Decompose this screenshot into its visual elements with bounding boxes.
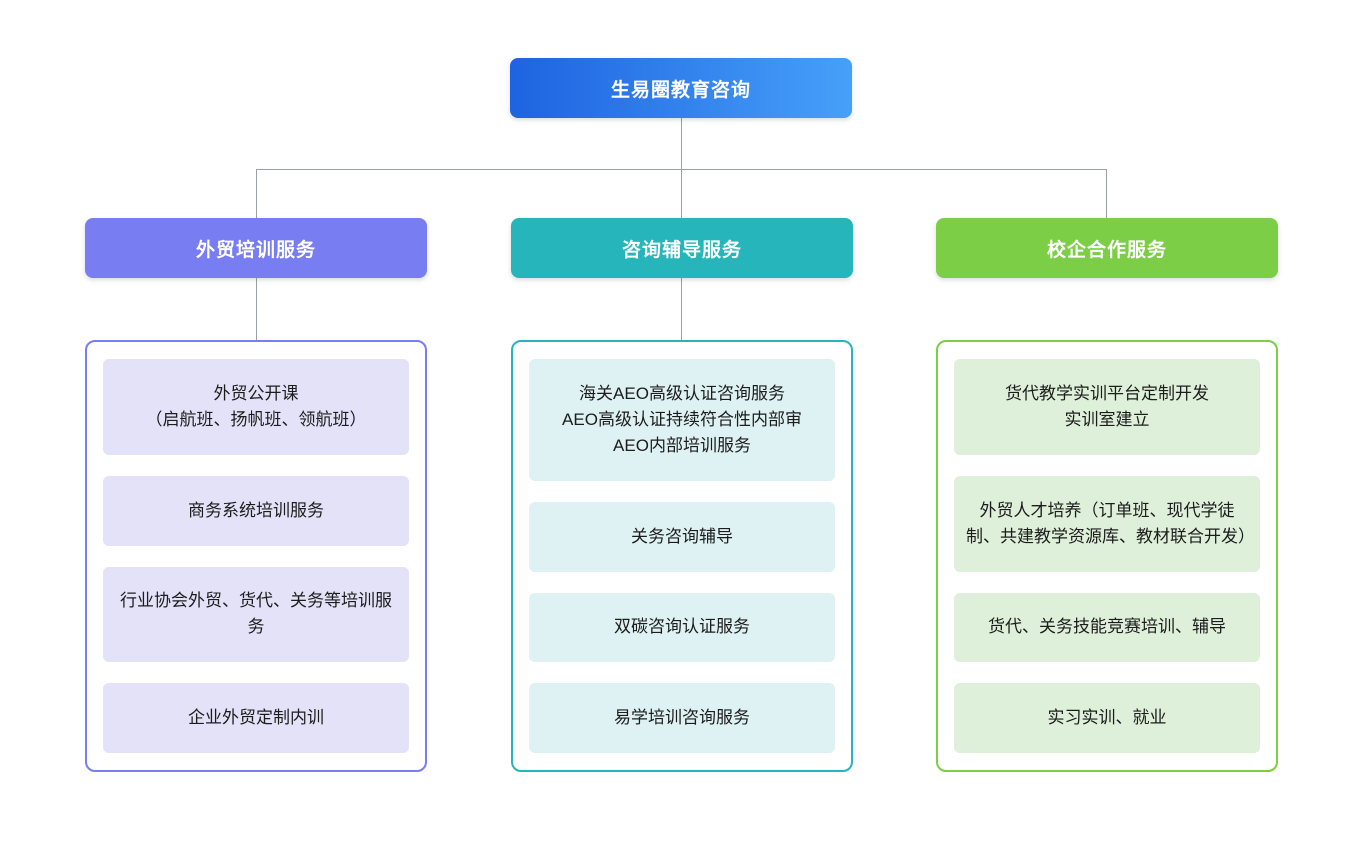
- list-item: 货代教学实训平台定制开发 实训室建立: [954, 359, 1260, 455]
- list-item-label: 商务系统培训服务: [188, 500, 324, 520]
- list-item: 企业外贸定制内训: [103, 683, 409, 753]
- branch-header-school-enterprise: 校企合作服务: [936, 218, 1278, 278]
- list-item-label: 外贸公开课 （启航班、扬帆班、领航班）: [145, 383, 367, 429]
- list-item: 关务咨询辅导: [529, 502, 835, 572]
- branch-header-label: 校企合作服务: [1046, 239, 1167, 261]
- list-item: 商务系统培训服务: [103, 475, 409, 546]
- list-item: 货代、关务技能竞赛培训、辅导: [954, 592, 1260, 663]
- root-node: 生易圈教育咨询: [510, 58, 852, 118]
- list-item-label: 双碳咨询认证服务: [614, 617, 750, 637]
- connector-left-drop: [256, 169, 257, 218]
- connector-mid-drop: [681, 169, 682, 218]
- list-item-label: 货代、关务技能竞赛培训、辅导: [988, 617, 1226, 637]
- branch-header-label: 外贸培训服务: [195, 239, 316, 261]
- list-item-label: 实习实训、就业: [1047, 708, 1167, 728]
- connector-left-panel: [256, 278, 257, 340]
- connector-root-drop: [681, 118, 682, 169]
- connector-right-drop: [1106, 169, 1107, 218]
- list-item-label: 外贸人才培养（订单班、现代学徒制、共建教学资源库、教材联合开发）: [966, 500, 1255, 546]
- list-item: 外贸公开课 （启航班、扬帆班、领航班）: [103, 359, 409, 455]
- connector-mid-panel: [681, 278, 682, 340]
- list-item: 行业协会外贸、货代、关务等培训服务: [103, 566, 409, 663]
- list-item-label: 企业外贸定制内训: [188, 708, 324, 728]
- branch-header-label: 咨询辅导服务: [621, 239, 742, 261]
- branch-header-consulting: 咨询辅导服务: [511, 218, 853, 278]
- list-item-label: 易学培训咨询服务: [614, 708, 750, 728]
- list-item: 易学培训咨询服务: [529, 683, 835, 753]
- list-item: 海关AEO高级认证咨询服务 AEO高级认证持续符合性内部审 AEO内部培训服务: [529, 359, 835, 482]
- list-item: 外贸人才培养（订单班、现代学徒制、共建教学资源库、教材联合开发）: [954, 475, 1260, 572]
- list-item-label: 货代教学实训平台定制开发 实训室建立: [1005, 383, 1209, 429]
- list-item-label: 海关AEO高级认证咨询服务 AEO高级认证持续符合性内部审 AEO内部培训服务: [562, 383, 802, 456]
- branch-panel-trade-training: 外贸公开课 （启航班、扬帆班、领航班） 商务系统培训服务 行业协会外贸、货代、关…: [85, 340, 427, 772]
- list-item-label: 关务咨询辅导: [631, 526, 733, 546]
- list-item-label: 行业协会外贸、货代、关务等培训服务: [120, 591, 392, 637]
- branch-panel-school-enterprise: 货代教学实训平台定制开发 实训室建立 外贸人才培养（订单班、现代学徒制、共建教学…: [936, 340, 1278, 772]
- branch-panel-consulting: 海关AEO高级认证咨询服务 AEO高级认证持续符合性内部审 AEO内部培训服务 …: [511, 340, 853, 772]
- list-item: 实习实训、就业: [954, 683, 1260, 753]
- list-item: 双碳咨询认证服务: [529, 592, 835, 663]
- branch-header-trade-training: 外贸培训服务: [85, 218, 427, 278]
- root-node-label: 生易圈教育咨询: [610, 79, 751, 101]
